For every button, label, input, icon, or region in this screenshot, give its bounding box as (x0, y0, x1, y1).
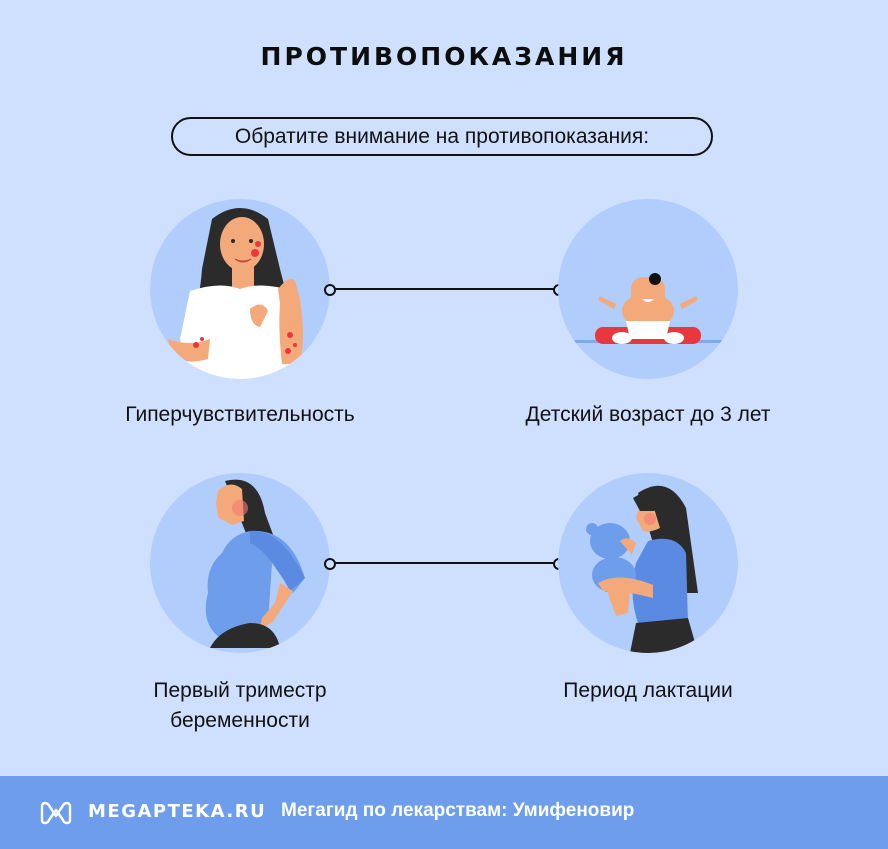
megapteka-logo-icon (40, 801, 72, 825)
label-hypersensitivity: Гиперчувствительность (125, 403, 355, 426)
sitting-baby-illustration (558, 199, 738, 379)
label-child-age: Детский возраст до 3 лет (525, 403, 771, 426)
label-first-trimester-line2: беременности (170, 709, 310, 732)
label-lactation: Период лактации (563, 679, 733, 702)
connector-dot-left (324, 284, 336, 296)
mother-holding-baby-illustration (558, 473, 738, 653)
connector-dot-left (324, 558, 336, 570)
footer-tagline: Мегагид по лекарствам: Умифеновир (281, 800, 635, 821)
woman-with-rash-illustration (150, 199, 330, 379)
connector-line (334, 288, 554, 290)
brand-name: MEGAPTEKA.RU (88, 801, 267, 822)
subtitle-pill: Обратите внимание на противопоказания: (171, 117, 713, 156)
connector-line (334, 562, 554, 564)
label-first-trimester: Первый триместр беременности (80, 676, 400, 736)
page-title: ПРОТИВОПОКАЗАНИЯ (260, 42, 628, 71)
subtitle-text: Обратите внимание на противопоказания: (234, 124, 650, 148)
pregnant-woman-illustration (150, 473, 330, 653)
label-first-trimester-line1: Первый триместр (153, 679, 327, 702)
footer-bar: MEGAPTEKA.RU Мегагид по лекарствам: Умиф… (0, 776, 888, 849)
